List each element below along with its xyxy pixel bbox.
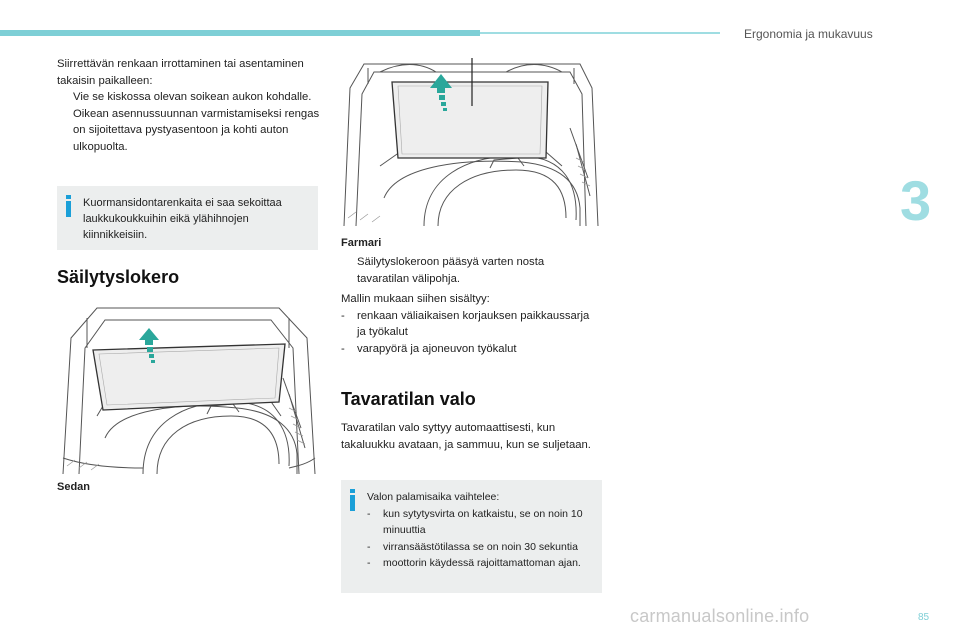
info-note-intro: Valon palamisaika vaihtelee: [367, 491, 500, 503]
storage-contents: Mallin mukaan siihen sisältyy: - renkaan… [341, 291, 591, 357]
list-marker: - [341, 309, 345, 322]
spare-wheel-instructions: Siirrettävän renkaan irrottaminen tai as… [57, 56, 322, 155]
watermark: carmanualsonline.info [630, 606, 810, 626]
list-item: Oikean asennussuunnan varmistamiseksi re… [57, 106, 322, 156]
sedan-caption: Sedan [57, 481, 91, 493]
spare-wheel-intro: Siirrettävän renkaan irrottaminen tai as… [57, 58, 304, 87]
list-item-text: Oikean asennussuunnan varmistamiseksi re… [73, 107, 320, 153]
info-note-light-duration: Valon palamisaika vaihtelee: - kun sytyt… [341, 480, 602, 593]
list-item: - renkaan väliaikaisen korjauksen paikka… [341, 308, 591, 341]
list-marker [341, 254, 357, 287]
list-item: - varapyörä ja ajoneuvon työkalut [341, 341, 591, 358]
boot-light-body: Tavaratilan valo syttyy automaattisesti,… [341, 422, 591, 451]
list-item-text: renkaan väliaikaisen korjauksen paikkaus… [357, 309, 590, 339]
estate-instruction: Säilytyslokeroon pääsyä varten nosta tav… [341, 254, 581, 287]
list-item-text: moottorin käydessä rajoittamattoman ajan… [383, 557, 581, 569]
storage-heading: Säilytyslokero [57, 267, 180, 287]
list-item: - virransäästötilassa se on noin 30 seku… [367, 539, 592, 556]
list-marker: - [367, 557, 371, 569]
estate-boot-illustration [343, 58, 599, 227]
list-marker: - [367, 507, 371, 520]
header-accent-bar [0, 30, 480, 36]
list-item-text: Säilytyslokeroon pääsyä varten nosta tav… [357, 256, 545, 285]
list-item: - moottorin käydessä rajoittamattoman aj… [367, 555, 592, 572]
list-marker [57, 89, 73, 106]
list-marker [57, 106, 73, 156]
info-note-text: Kuormansidontarenkaita ei saa sekoittaa … [83, 197, 282, 241]
list-marker: - [367, 540, 371, 553]
list-item-text: virransäästötilassa se on noin 30 sekunt… [383, 540, 578, 553]
estate-caption: Farmari [341, 237, 382, 249]
info-icon [349, 489, 357, 511]
list-item-text: varapyörä ja ajoneuvon työkalut [357, 342, 517, 355]
page-number: 85 [918, 612, 930, 623]
lift-arrow-icon [139, 328, 159, 363]
sedan-boot-illustration [62, 307, 316, 475]
info-note-straps: Kuormansidontarenkaita ei saa sekoittaa … [57, 186, 318, 250]
storage-contents-intro: Mallin mukaan siihen sisältyy: [341, 293, 490, 305]
header-accent-line [480, 32, 720, 34]
boot-light-heading: Tavaratilan valo [341, 389, 476, 409]
list-item-text: Vie se kiskossa olevan soikean aukon koh… [73, 91, 312, 103]
list-item: Vie se kiskossa olevan soikean aukon koh… [57, 89, 322, 106]
chapter-number: 3 [900, 169, 932, 232]
list-item-text: kun sytytysvirta on katkaistu, se on noi… [383, 507, 583, 537]
lift-arrow-icon [430, 74, 452, 111]
list-item: Säilytyslokeroon pääsyä varten nosta tav… [341, 254, 581, 287]
section-title: Ergonomia ja mukavuus [744, 27, 873, 41]
info-icon [65, 195, 73, 217]
list-item: - kun sytytysvirta on katkaistu, se on n… [367, 506, 592, 539]
list-marker: - [341, 342, 345, 355]
